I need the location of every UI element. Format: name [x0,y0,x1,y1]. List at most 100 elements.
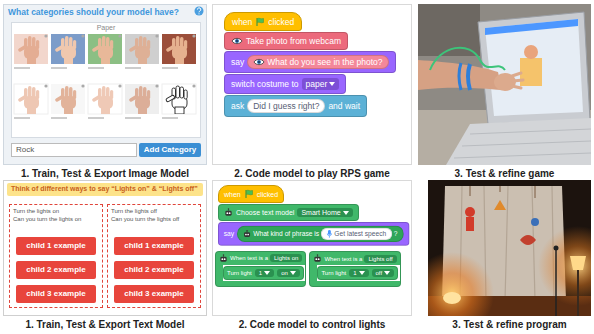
bot-icon [318,258,320,260]
bot-icon [221,258,223,260]
bot-icon [223,255,224,256]
panel-caption: 3. Test & refine program [408,319,594,330]
bot-icon [228,208,229,209]
photo-test-program [443,292,461,304]
panel-image-model [129,36,151,64]
photo-panel: 3. Test & refine game [418,4,591,165]
photo-test-program [520,235,536,245]
panel-image-model [51,67,67,69]
node-text: Turn light [227,270,252,276]
dropdown: Lights on [270,254,302,262]
panel-image-model [162,84,196,114]
bot-icon [219,254,228,263]
panel-image-model [44,84,47,87]
panel-frame [213,181,412,316]
node-text: Think of different ways to say “Lights o… [11,185,198,192]
caret-icon [290,271,296,275]
dropdown: 1 [255,269,274,277]
photo-test-game [459,63,461,90]
caret-icon [384,271,390,275]
panel-caption: 2. Code model to play RPS game [192,168,432,179]
node-text: off [376,270,383,276]
photo-test-program [428,180,591,316]
photo-test-program [555,250,557,316]
photo-test-game [446,118,591,165]
panel-image-model [195,7,204,16]
block-row: Turn light1on [223,265,305,281]
eye-icon [231,37,243,45]
prompt-header: Think of different ways to say “Lights o… [7,183,203,196]
example-bar: child 2 example [114,261,194,279]
bot-icon [226,212,228,214]
panel: 1. Train, Test & Export Text ModelThink … [3,180,207,316]
caret-icon [343,211,349,215]
node-text: child 2 example [26,265,86,274]
eye-icon [236,40,238,42]
bot-icon [245,234,247,236]
panel-image-model [197,8,200,12]
node-text: child 1 example [26,241,86,250]
photo-test-program [470,186,535,198]
panel-image-model [162,67,178,69]
panel-image-model [51,84,85,114]
code-block: Take photo from webcam [224,32,348,50]
panel-image-model [125,84,159,114]
node-text: child 3 example [26,289,86,298]
photo-test-game [454,129,591,158]
photo-test-game [520,58,542,86]
flag-icon [255,17,265,27]
panel-image-model [14,34,48,64]
panel-image-model [88,84,122,114]
node-text: 1 [353,270,356,276]
panel-caption: 1. Train, Test & Export Image Model [0,168,227,179]
dropdown: Lights off [364,255,396,263]
label-card: Turn the lights offCan you turn the ligh… [107,204,201,308]
node-text: When text is a [230,255,268,261]
node-text: Rock [16,145,34,154]
photo-test-game [418,4,480,56]
code-block: askDid I guess right?and wait [224,95,367,117]
block-row: When text is aLights off [310,252,399,265]
flag-icon [246,190,252,195]
panel-image-model [162,117,178,119]
bot-icon [246,230,247,231]
photo-test-program [570,256,586,270]
panel-image-model [4,5,207,165]
node-text: Lights off [368,256,392,262]
block-row: Turn the lights onCan you turn the light… [10,205,102,223]
caret-icon [343,211,349,215]
panel-image-model [92,36,114,64]
caret-icon [329,82,335,86]
dropdown: off [372,269,395,277]
panel-image-model [14,117,30,119]
panel: 2. Code model to play RPS gamewhenclicke… [212,4,412,165]
photo-test-game [512,73,523,88]
dropdown: on [277,269,300,277]
eye-icon [258,61,260,63]
eye-icon [253,58,265,66]
bot-icon [246,231,247,232]
panel-image-model [88,34,122,64]
panel-image-model [125,117,141,119]
panel-image-model [166,86,188,114]
panel-image-model [51,34,85,64]
panel-caption: 3. Test & refine game [398,168,594,179]
photo-test-game [485,19,583,116]
reporter: What do you see in the photo? [247,55,388,69]
flag-icon [244,189,254,199]
photo-test-program [466,217,474,231]
bot-icon [229,212,231,214]
node-text: Can you turn the lights off [108,216,200,224]
reporter: Get latest speech [321,228,392,240]
panel: 2. Code model to control lightswhenclick… [212,180,412,316]
node-text: ? [394,231,398,238]
panel-image-model [44,34,47,37]
node-text: ask [231,101,244,111]
bot-icon [220,256,226,261]
flag-icon [255,17,265,27]
photo-test-game [524,45,538,59]
label-card: Turn the lights onCan you turn the light… [9,204,103,308]
code-block: Turn light1on [223,266,304,280]
example-bar: child 3 example [16,285,96,303]
photo-test-program [531,218,539,226]
